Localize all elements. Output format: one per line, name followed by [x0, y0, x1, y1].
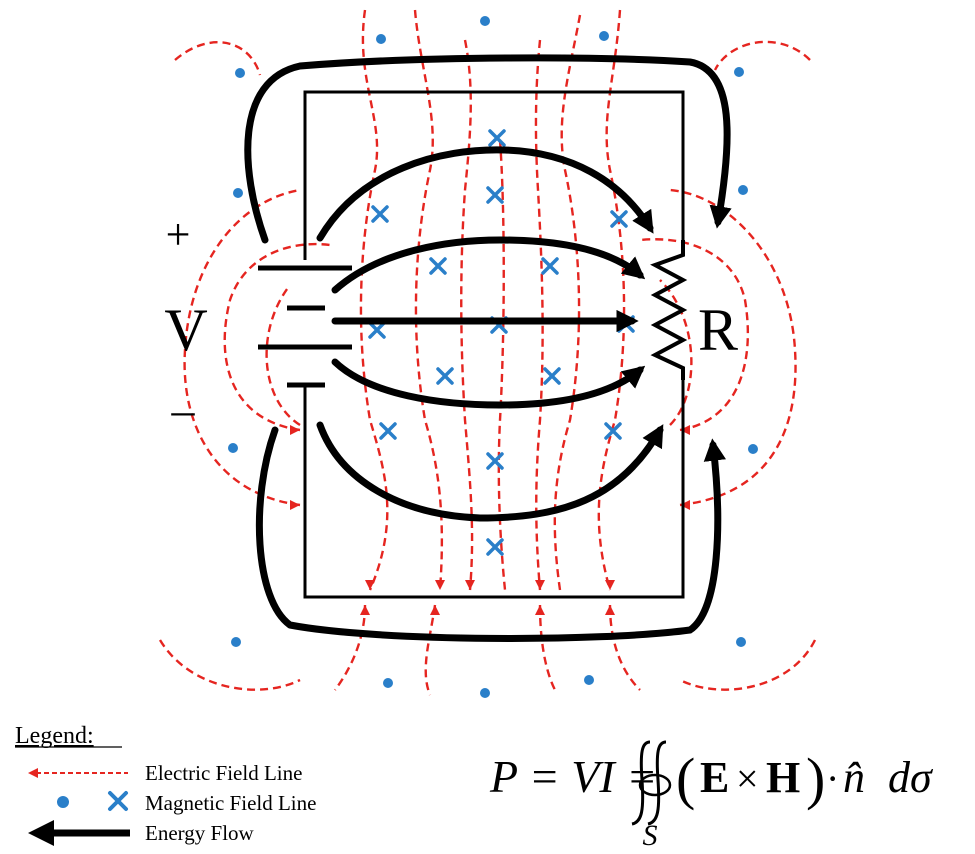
arrowhead — [290, 425, 300, 435]
energy-flow-arrow — [331, 358, 646, 409]
voltage-label: V — [164, 297, 207, 363]
energy-flow-arrow — [255, 426, 726, 642]
magnetic-dot — [480, 688, 490, 698]
energy-flow-arrow — [316, 421, 664, 522]
electric-field-line — [659, 279, 693, 426]
electric-field-line — [460, 39, 474, 591]
unit-normal: n̂ — [843, 753, 865, 802]
legend-label-electric: Electric Field Line — [145, 761, 302, 785]
magnetic-cross — [610, 210, 628, 228]
magnetic-dot — [736, 637, 746, 647]
electric-field-line — [413, 9, 444, 591]
resistor-zigzag — [650, 240, 688, 380]
arrowhead — [435, 580, 445, 590]
magnetic-cross — [541, 257, 559, 275]
arrowhead — [465, 580, 475, 590]
magnetic-dot — [231, 637, 241, 647]
electric-field-line — [183, 188, 301, 507]
arrowhead — [535, 605, 545, 615]
negative-terminal-label: – — [171, 384, 196, 435]
energy-flow-arrow — [316, 146, 654, 242]
magnetic-dot — [235, 68, 245, 78]
battery — [258, 265, 352, 388]
magnetic-cross — [604, 422, 622, 440]
electric-field-line — [223, 242, 331, 432]
circuit-wires — [303, 90, 688, 599]
magnetic-cross — [371, 205, 389, 223]
magnetic-dot — [376, 34, 386, 44]
electric-field-arrowheads — [290, 425, 690, 615]
electric-field-line — [597, 9, 626, 591]
paren-close: ) — [806, 746, 825, 811]
electric-field-line — [424, 604, 437, 696]
electric-field-line — [608, 604, 641, 691]
dot-product-sign: · — [826, 756, 839, 801]
arrowhead — [605, 605, 615, 615]
dashed-red-arrow-icon — [28, 768, 128, 778]
thick-black-arrow-icon — [28, 820, 130, 846]
electric-field-line — [497, 139, 507, 591]
magnetic-cross — [436, 367, 454, 385]
magnetic-cross — [379, 422, 397, 440]
magnetic-dot — [748, 444, 758, 454]
bottom-wire — [303, 380, 685, 599]
magnetic-dot — [734, 67, 744, 77]
poynting-equation: P = VI = S ( E × H ) · n̂ dσ — [489, 740, 934, 852]
electric-field-line — [265, 284, 301, 427]
magnetic-dot — [233, 188, 243, 198]
electric-field-line — [174, 41, 262, 76]
arrowhead — [290, 500, 300, 510]
equation-lhs: P = VI = — [489, 751, 657, 802]
magnetic-dot — [599, 31, 609, 41]
legend-title: Legend: — [15, 723, 94, 749]
magnetic-cross — [486, 186, 504, 204]
arrowhead — [535, 580, 545, 590]
magnetic-dot — [584, 675, 594, 685]
legend-label-magnetic: Magnetic Field Line — [145, 791, 316, 815]
energy-flow-arrow — [331, 236, 646, 294]
electric-field-line — [334, 604, 367, 691]
magnetic-dot — [738, 185, 748, 195]
positive-terminal-label: + — [166, 210, 191, 259]
energy-flow-arrows — [244, 54, 732, 642]
magnetic-dot — [480, 16, 490, 26]
magnetic-cross — [368, 321, 386, 339]
magnetic-cross — [486, 452, 504, 470]
differential-area: dσ — [888, 753, 934, 802]
arrowhead — [680, 500, 690, 510]
energy-flow-arrow — [244, 54, 732, 244]
electric-field-line — [679, 639, 817, 691]
arrowhead — [430, 605, 440, 615]
magnetic-cross — [488, 129, 506, 147]
electric-field-line — [359, 9, 389, 591]
legend: Legend: Electric Field Line Magnetic Fie… — [15, 723, 316, 846]
cross-product-sign: × — [736, 756, 759, 801]
vector-H: H — [766, 753, 800, 802]
top-wire — [303, 90, 685, 260]
magnetic-cross — [486, 538, 504, 556]
resistor-label: R — [698, 297, 738, 363]
arrowhead — [360, 605, 370, 615]
electric-field-line — [639, 238, 749, 432]
magnetic-cross — [543, 367, 561, 385]
paren-open: ( — [676, 746, 695, 811]
vector-E: E — [700, 753, 729, 802]
magnetic-dot — [228, 443, 238, 453]
electric-field-line — [158, 639, 301, 691]
legend-label-energy: Energy Flow — [145, 821, 255, 845]
magnetic-dot — [383, 678, 393, 688]
surface-integral-icon — [631, 740, 672, 826]
electric-field-line — [713, 40, 811, 71]
magnetic-cross — [429, 257, 447, 275]
arrowhead — [680, 425, 690, 435]
electric-field-line — [538, 604, 557, 691]
dot-and-cross-icon — [57, 791, 128, 811]
arrowhead — [605, 580, 615, 590]
electric-field-line — [553, 14, 582, 591]
surface-label: S — [643, 819, 658, 852]
magnetic-field-dots — [228, 16, 758, 698]
electric-field-line — [534, 39, 544, 591]
arrowhead — [365, 580, 375, 590]
